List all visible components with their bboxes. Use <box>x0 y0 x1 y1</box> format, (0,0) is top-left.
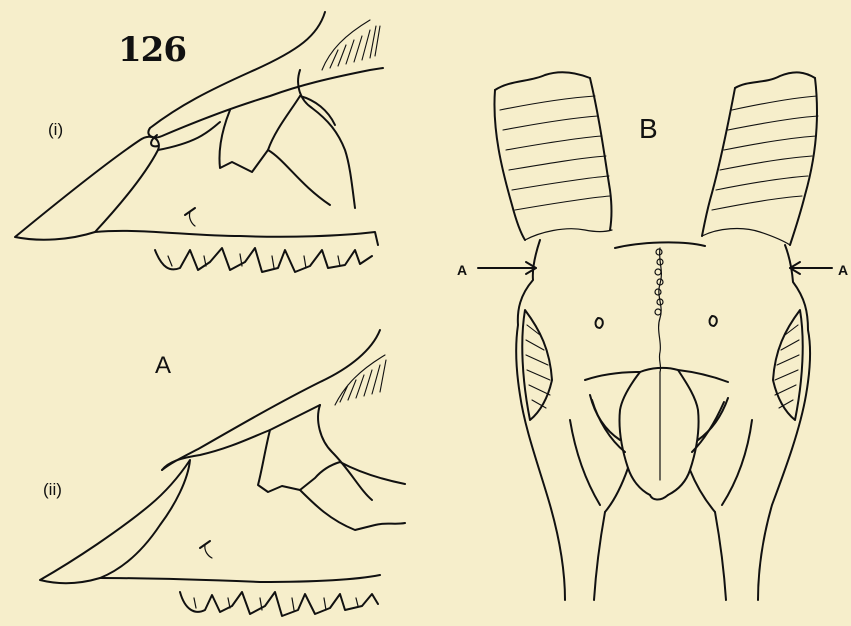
figure-number: 126 <box>118 30 186 70</box>
panel-b-label: B <box>639 113 658 145</box>
panel-a-label: A <box>155 352 171 380</box>
arrow-left-label: A <box>457 262 467 278</box>
view-ii-label: (ii) <box>43 480 62 500</box>
skull-side-view-i <box>15 12 383 272</box>
view-i-label: (i) <box>48 120 63 140</box>
skull-side-view-ii <box>40 330 405 616</box>
arrow-right-label: A <box>838 262 848 278</box>
skull-top-view-b <box>478 72 832 600</box>
